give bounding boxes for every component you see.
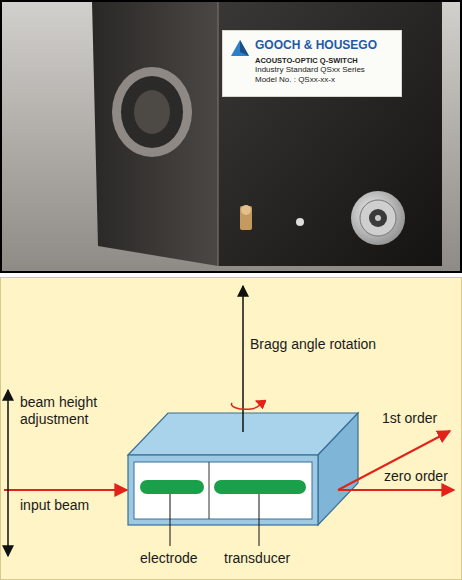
bnc-connector: [369, 209, 387, 227]
label-text: ACOUSTO-OPTIC Q-SWITCH: [255, 56, 393, 65]
label-text: GOOCH & HOUSEGO: [255, 38, 393, 53]
rotation-arrow: [232, 401, 260, 409]
label-text: Industry Standard QSxx Series: [255, 65, 393, 75]
zero-order-beam: [338, 489, 454, 491]
label-text: Model No. : QSxx-xx-x: [255, 75, 393, 85]
smb-connector: [240, 206, 252, 230]
bnc-connector: [351, 191, 405, 245]
aperture-core: [134, 90, 170, 134]
first-order-beam: [338, 431, 450, 490]
housing-side: [92, 2, 218, 266]
part-label: zero order: [384, 468, 448, 485]
input-beam: [4, 489, 127, 491]
photo-background: [1, 1, 461, 272]
led: [296, 218, 304, 226]
bnc-pin: [375, 215, 381, 221]
part-label: transducer: [224, 550, 290, 567]
bnc-connector: [360, 200, 396, 236]
part-label: Bragg angle rotation: [250, 336, 376, 353]
aperture-ring: [112, 67, 192, 157]
housing-front: [218, 2, 442, 266]
crystal-side: [318, 413, 358, 525]
bragg-axis: [242, 286, 244, 432]
transducer-panel: [134, 462, 312, 519]
diagram-background: [1, 278, 462, 580]
height-arrow: [7, 390, 9, 556]
part-label: 1st order: [382, 410, 437, 427]
housing-edge: [217, 2, 219, 266]
aperture: [121, 76, 183, 148]
transducer-pad: [214, 480, 306, 494]
part-label: electrode: [140, 550, 198, 567]
product-label: GOOCH & HOUSEGO ACOUSTO-OPTIC Q-SWITCHInd…: [222, 30, 402, 97]
leader-line: [259, 494, 260, 546]
logo-pyramid: [231, 40, 249, 56]
company-logo: [230, 39, 250, 57]
crystal-front: [128, 455, 318, 525]
smb-connector: [241, 205, 251, 215]
logo-pyramid: [240, 40, 249, 56]
leader-line: [170, 494, 171, 546]
electrode-pad: [140, 480, 204, 494]
part-label: beam height adjustment: [20, 394, 112, 428]
divider: [209, 462, 210, 519]
part-label: input beam: [20, 497, 89, 514]
